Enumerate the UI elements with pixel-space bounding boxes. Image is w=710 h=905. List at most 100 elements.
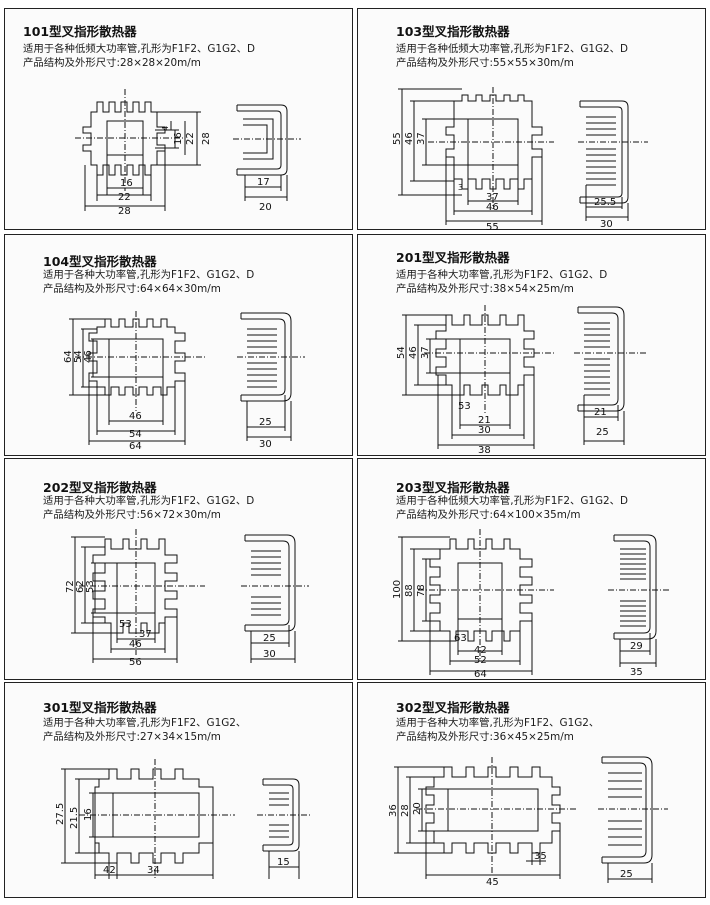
dim-width-total: 45 bbox=[486, 877, 499, 888]
dim-corner: 35 bbox=[534, 851, 547, 862]
dim-height-hole: 46 bbox=[83, 350, 94, 363]
dim-width-mid: 30 bbox=[478, 425, 491, 436]
dim-corner: 42 bbox=[103, 865, 116, 876]
dim-height-total: 36 bbox=[388, 804, 399, 817]
product-size-text: 产品结构及外形尺寸:36×45×25m/m bbox=[396, 731, 574, 743]
product-usage-text: 适用于各种低频大功率管,孔形为F1F2、G1G2、D bbox=[396, 495, 629, 507]
dim-height-total: 28 bbox=[201, 132, 212, 145]
dim-side-fin: 25 bbox=[259, 417, 272, 428]
dim-height-mid: 88 bbox=[404, 584, 415, 597]
dim-width-total: 34 bbox=[147, 865, 160, 876]
dim-width-total: 28 bbox=[118, 206, 131, 217]
product-usage-text: 适用于各种低频大功率管,孔形为F1F2、G1G2、D bbox=[396, 43, 629, 55]
dim-side-fin: 17 bbox=[257, 177, 270, 188]
dim-corner: 53 bbox=[119, 619, 132, 630]
heatsink-front-view: 27.5 21.5 16 42 34 bbox=[55, 759, 235, 879]
dim-width-mid: 54 bbox=[129, 429, 142, 440]
dim-fin-height: 4 bbox=[161, 126, 170, 131]
dim-width-total: 38 bbox=[478, 445, 491, 456]
dim-height-total: 55 bbox=[392, 132, 403, 145]
dim-side-fin: 25.5 bbox=[594, 197, 616, 208]
product-usage-text: 适用于各种大功率管,孔形为F1F2、G1G2、D bbox=[43, 269, 255, 281]
product-card-301: 301型叉指形散热器 适用于各种大功率管,孔形为F1F2、G1G2、 产品结构及… bbox=[4, 682, 353, 898]
product-size-text: 产品结构及外形尺寸:38×54×25m/m bbox=[396, 283, 574, 295]
product-card-103: 103型叉指形散热器 适用于各种低频大功率管,孔形为F1F2、G1G2、D 产品… bbox=[357, 8, 706, 231]
dim-height-mid: 22 bbox=[185, 132, 196, 145]
product-size-text: 产品结构及外形尺寸:28×28×20m/m bbox=[23, 57, 201, 69]
dim-height-mid: 46 bbox=[404, 132, 415, 145]
product-usage-text: 适用于各种大功率管,孔形为F1F2、G1G2、D bbox=[43, 495, 255, 507]
dim-side-depth: 30 bbox=[600, 219, 613, 230]
heatsink-front-view: 55 46 37 3 37 46 55 bbox=[392, 87, 554, 231]
product-title: 201型叉指形散热器 bbox=[396, 250, 510, 265]
dim-height-hole: 78 bbox=[416, 584, 427, 597]
dim-side-fin: 21 bbox=[594, 407, 607, 418]
dim-width-mid: 22 bbox=[118, 192, 131, 203]
dim-width-hole: 42 bbox=[474, 645, 487, 656]
dim-height-mid: 28 bbox=[400, 804, 411, 817]
product-size-text: 产品结构及外形尺寸:64×64×30m/m bbox=[43, 283, 221, 295]
dim-width-hole: 16 bbox=[120, 178, 133, 189]
product-card-101: 101型叉指形散热器 适用于各种低频大功率管,孔形为F1F2、G1G2、D 产品… bbox=[4, 8, 353, 230]
product-title: 302型叉指形散热器 bbox=[396, 700, 510, 715]
dim-width-total: 55 bbox=[486, 222, 499, 231]
product-title: 101型叉指形散热器 bbox=[23, 24, 137, 39]
dim-side-depth: 25 bbox=[620, 869, 633, 880]
dim-height-mid: 54 bbox=[73, 350, 84, 363]
dim-width-mid: 46 bbox=[129, 639, 142, 650]
dim-width-hole: 21 bbox=[478, 415, 491, 426]
dim-side-depth: 30 bbox=[259, 439, 272, 450]
dim-corner: 53 bbox=[458, 401, 471, 412]
product-title: 301型叉指形散热器 bbox=[43, 700, 157, 715]
heatsink-side-view: 17 20 bbox=[233, 104, 301, 213]
heatsink-side-view: 25 bbox=[598, 756, 668, 883]
dim-side-depth: 35 bbox=[630, 667, 643, 678]
dim-height-total: 100 bbox=[392, 580, 403, 599]
heatsink-front-view: 64 54 46 46 54 64 bbox=[63, 311, 205, 452]
product-size-text: 产品结构及外形尺寸:56×72×30m/m bbox=[43, 509, 221, 521]
product-title: 202型叉指形散热器 bbox=[43, 480, 157, 495]
dim-side-depth: 15 bbox=[277, 857, 290, 868]
product-usage-text: 适用于各种大功率管,孔形为F1F2、G1G2、 bbox=[396, 717, 600, 729]
dim-height-hole: 53 bbox=[85, 580, 96, 593]
dim-width-hole: 37 bbox=[139, 629, 152, 640]
product-usage-text: 适用于各种大功率管,孔形为F1F2、G1G2、 bbox=[43, 717, 247, 729]
heatsink-side-view: 25.5 30 bbox=[578, 100, 648, 230]
product-usage-text: 适用于各种低频大功率管,孔形为F1F2、G1G2、D bbox=[23, 43, 256, 55]
dim-height-total: 64 bbox=[63, 350, 74, 363]
dim-width-total: 64 bbox=[129, 441, 142, 452]
dim-height-total: 27.5 bbox=[55, 803, 66, 825]
heatsink-front-view: 16 22 28 4 16 22 28 bbox=[75, 89, 212, 217]
dim-height-total: 72 bbox=[65, 580, 76, 593]
dim-side-depth: 25 bbox=[596, 427, 609, 438]
dim-side-depth: 30 bbox=[263, 649, 276, 660]
dim-side-fin: 25 bbox=[263, 633, 276, 644]
dim-height-mid: 21.5 bbox=[69, 807, 80, 829]
heatsink-side-view: 25 30 bbox=[241, 534, 309, 663]
dim-height-hole: 20 bbox=[412, 802, 423, 815]
dim-height-mid: 62 bbox=[75, 580, 86, 593]
dim-height-hole: 16 bbox=[173, 132, 184, 145]
heatsink-side-view: 29 35 bbox=[608, 534, 670, 678]
dim-height-hole: 37 bbox=[420, 346, 431, 359]
dim-width-total: 64 bbox=[474, 669, 487, 680]
product-size-text: 产品结构及外形尺寸:55×55×30m/m bbox=[396, 57, 574, 69]
dim-side-fin: 29 bbox=[630, 641, 643, 652]
heatsink-front-view: 54 46 37 53 21 30 38 bbox=[396, 305, 554, 456]
dim-height-hole: 16 bbox=[83, 808, 94, 821]
product-card-203: 203型叉指形散热器 适用于各种低频大功率管,孔形为F1F2、G1G2、D 产品… bbox=[357, 458, 706, 680]
product-title: 104型叉指形散热器 bbox=[43, 254, 157, 269]
dim-height-total: 54 bbox=[396, 346, 407, 359]
dim-corner: 63 bbox=[454, 633, 467, 644]
dim-width-total: 56 bbox=[129, 657, 142, 668]
heatsink-front-view: 36 28 20 35 45 bbox=[388, 757, 578, 888]
dim-width-mid: 52 bbox=[474, 655, 487, 666]
dim-corner: 3 bbox=[458, 183, 463, 192]
dim-side-depth: 20 bbox=[259, 202, 272, 213]
heatsink-side-view: 25 30 bbox=[237, 312, 305, 450]
product-size-text: 产品结构及外形尺寸:27×34×15m/m bbox=[43, 731, 221, 743]
product-card-302: 302型叉指形散热器 适用于各种大功率管,孔形为F1F2、G1G2、 产品结构及… bbox=[357, 682, 706, 898]
product-title: 103型叉指形散热器 bbox=[396, 24, 510, 39]
product-card-202: 202型叉指形散热器 适用于各种大功率管,孔形为F1F2、G1G2、D 产品结构… bbox=[4, 458, 353, 680]
